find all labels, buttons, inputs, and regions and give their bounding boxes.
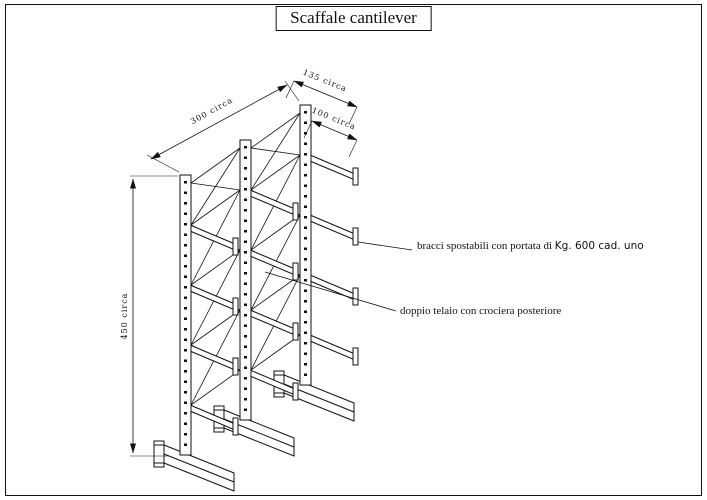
upright-column: [298, 103, 313, 387]
base-foot: [273, 370, 355, 422]
cantilever-arm: [249, 309, 299, 341]
dim-depth-label: 135 circa: [301, 68, 348, 94]
title-box: Scaffale cantilever: [275, 6, 432, 31]
annotation-arms: bracci spostabili con portata di Kg. 600…: [417, 240, 644, 252]
leader-lines: [264, 241, 413, 312]
leader-frame: [264, 271, 397, 312]
cantilever-arm: [189, 344, 239, 376]
dim-length-line: [150, 84, 288, 160]
upright-column: [178, 173, 193, 457]
cantilever-arm: [309, 334, 359, 366]
annotation-frame: doppio telaio con crociera posteriore: [400, 305, 561, 317]
dim-arm-extensions: [303, 120, 358, 158]
bay-beams-left: [190, 147, 241, 406]
upright-middle: [213, 138, 299, 457]
annotation-arms-text: bracci spostabili con portata di: [417, 240, 555, 252]
annotation-frame-text: doppio telaio con crociera posteriore: [400, 305, 562, 317]
cantilever-arm: [249, 189, 299, 221]
dim-arm-line: [311, 120, 358, 141]
cantilever-arm: [309, 274, 359, 306]
cantilever-arm: [309, 154, 359, 186]
base-foot: [153, 440, 235, 492]
dim-height-label: 450 circa: [120, 293, 129, 340]
cantilever-arm: [189, 224, 239, 256]
dim-depth-line: [293, 80, 358, 108]
dim-length-extensions: [146, 80, 300, 173]
upright-column: [238, 138, 253, 422]
base-foot: [213, 405, 295, 457]
cantilever-arm: [249, 249, 299, 281]
cantilever-arm: [309, 214, 359, 246]
dim-arm-label: 100 circa: [310, 106, 357, 132]
dim-length-label: 300 circa: [189, 95, 234, 126]
page-title: Scaffale cantilever: [290, 8, 417, 27]
leader-arms: [357, 241, 413, 251]
cantilever-arm: [189, 284, 239, 316]
dim-height-extensions: [130, 175, 178, 457]
annotation-arms-capacity: Kg. 600 cad. uno: [554, 240, 644, 252]
upright-rear: [273, 103, 359, 422]
upright-front: [153, 173, 239, 492]
